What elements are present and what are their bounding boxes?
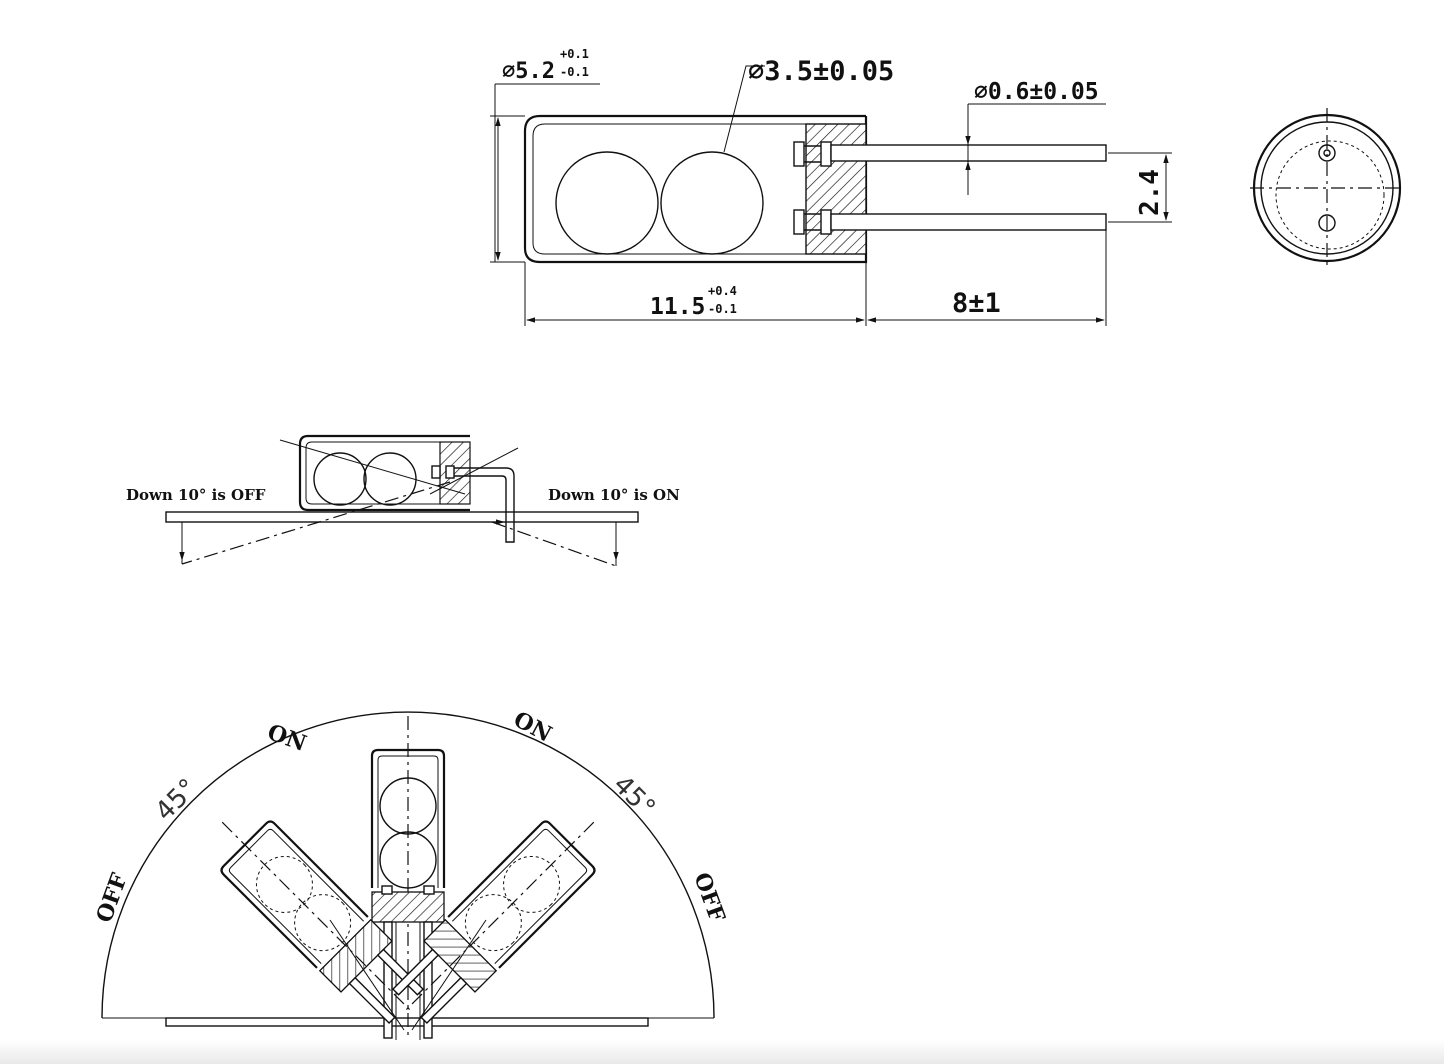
body-length-tol-lower: -0.1 (708, 302, 737, 316)
end-seal-hatch (805, 123, 867, 255)
switch-upright (370, 748, 446, 1040)
tilt-left-label: Down 10° is OFF (126, 486, 266, 504)
dim-lead-diameter: ⌀0.6±0.05 (965, 79, 1106, 195)
ball-1 (555, 151, 659, 255)
tilt-seal-hatch (439, 441, 471, 505)
angle-left-45: 45° (150, 773, 204, 827)
lead-diameter-label: ⌀0.6±0.05 (974, 79, 1099, 105)
dim-ball-diameter: ⌀3.5±0.05 (723, 56, 894, 153)
angle-right-off: OFF (688, 869, 730, 926)
bottom-edge-fade (0, 1040, 1444, 1064)
angle-view: ON ON OFF OFF 45° 45° (91, 706, 730, 1040)
angle-right-on: ON (509, 706, 556, 747)
ball-2 (660, 151, 764, 255)
switch-tilted-left (220, 820, 425, 1025)
switch-tilted-right (391, 820, 596, 1025)
dim-lead-pitch: 2.4 (1108, 152, 1172, 223)
tilt-view: Down 10° is OFF Down 10° is ON (126, 434, 680, 567)
switch-body-side (523, 114, 868, 264)
tilt-right-label: Down 10° is ON (548, 486, 680, 504)
outer-diameter-tol-lower: -0.1 (560, 65, 589, 79)
angle-pcb-plate (165, 1017, 649, 1027)
outer-diameter-label: ⌀5.2 (502, 59, 555, 84)
body-length-tol-upper: +0.4 (708, 284, 737, 298)
angle-left-on: ON (264, 719, 310, 757)
lead-length-label: 8±1 (952, 288, 1001, 319)
ball-diameter-label: ⌀3.5±0.05 (748, 56, 894, 87)
outer-diameter-tol-upper: +0.1 (560, 47, 589, 61)
lead-pitch-label: 2.4 (1135, 169, 1165, 216)
angle-right-45: 45° (607, 770, 661, 824)
pcb-plate (165, 511, 639, 523)
body-length-label: 11.5 (650, 294, 705, 320)
end-view (1250, 108, 1404, 266)
top-view: ⌀5.2 +0.1 -0.1 ⌀3.5±0.05 ⌀0.6±0.05 2.4 (490, 47, 1172, 326)
dim-outer-diameter: ⌀5.2 +0.1 -0.1 (490, 47, 600, 263)
dim-lengths: 11.5 +0.4 -0.1 8±1 (524, 230, 1107, 326)
